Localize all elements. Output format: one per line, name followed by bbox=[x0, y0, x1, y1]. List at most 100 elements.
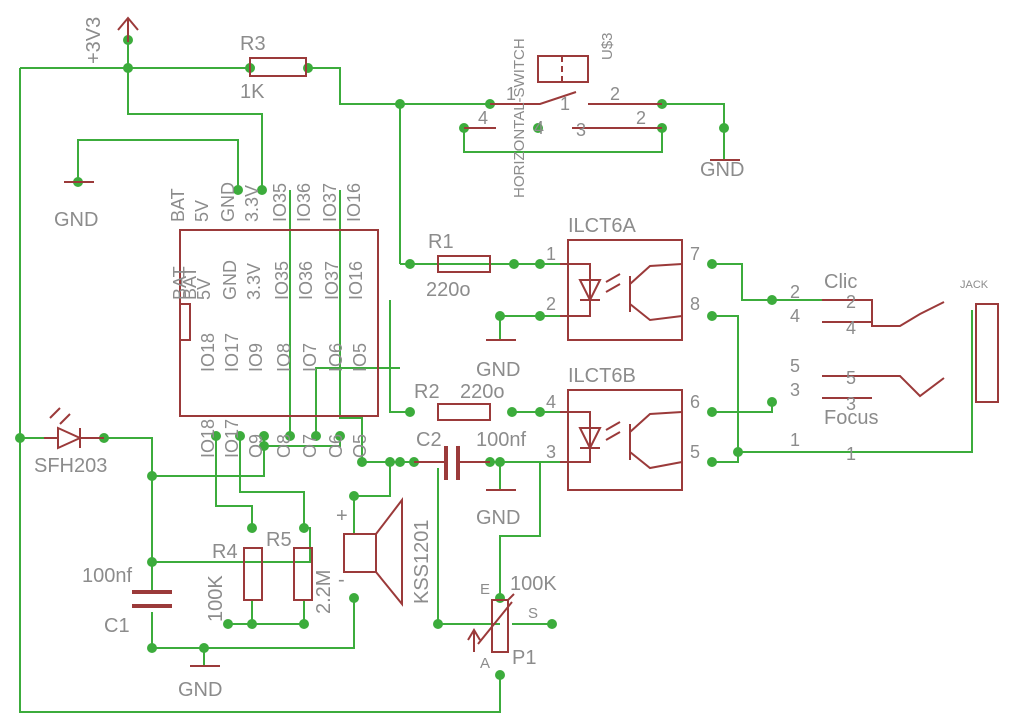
opto-b-pin-5: 5 bbox=[690, 442, 700, 462]
junction-dot bbox=[509, 259, 519, 269]
resistor-r2: R2 220o bbox=[414, 381, 505, 421]
supply-symbol: +3V3 bbox=[83, 16, 139, 64]
led-sfh203: SFH203 bbox=[34, 407, 107, 477]
chip-top-inner-label: 5V bbox=[194, 278, 214, 300]
gnd-label-left: GND bbox=[54, 209, 98, 231]
junction-dot bbox=[259, 441, 269, 451]
p1-value: 100K bbox=[510, 573, 557, 595]
chip-top-pin-label: 5V bbox=[192, 200, 212, 222]
jack-pin-5a: 5 bbox=[790, 356, 800, 376]
chip-top-inner-label: GND bbox=[220, 260, 240, 300]
junction-dot bbox=[495, 670, 505, 680]
chip-top-pin-label: GND bbox=[218, 182, 238, 222]
opto-b-pin-3: 3 bbox=[546, 442, 556, 462]
junction-dot bbox=[767, 295, 777, 305]
junction-dot bbox=[259, 431, 269, 441]
chip-top-pin-label: IO36 bbox=[294, 183, 314, 222]
c1-value: 100nf bbox=[82, 565, 132, 587]
junction-dot bbox=[707, 311, 717, 321]
jack-pin-4b: 4 bbox=[846, 318, 856, 338]
potentiometer-p1: 100K P1 E S A bbox=[467, 573, 557, 672]
gnd-symbol-c2: GND bbox=[476, 489, 520, 529]
opto-a-name: ILCT6A bbox=[568, 215, 636, 237]
junction-dot bbox=[535, 311, 545, 321]
capacitor-c1: 100nf C1 bbox=[82, 565, 172, 637]
p1-name: P1 bbox=[512, 647, 536, 669]
chip-bottom-pin-label: O5 bbox=[350, 434, 370, 458]
jack-pin-3a: 3 bbox=[790, 380, 800, 400]
chip-top-inner-label: IO37 bbox=[322, 261, 342, 300]
chip-bottom-inner-label: IO6 bbox=[326, 343, 346, 372]
junction-dot bbox=[147, 471, 157, 481]
opto-b-pin-4: 4 bbox=[546, 392, 556, 412]
chip-bottom-inner-label: IO7 bbox=[300, 343, 320, 372]
jack-pin-2a: 2 bbox=[790, 282, 800, 302]
junction-dot bbox=[495, 457, 505, 467]
junction-dot bbox=[385, 457, 395, 467]
chip-bottom-pin-label: O8 bbox=[274, 434, 294, 458]
junction-dot bbox=[223, 619, 233, 629]
junction-dot bbox=[707, 457, 717, 467]
junction-dot bbox=[147, 557, 157, 567]
r4-name: R4 bbox=[212, 541, 238, 563]
junction-dot bbox=[257, 185, 267, 195]
switch-inner-1: 1 bbox=[560, 94, 570, 114]
r1-value: 220o bbox=[426, 279, 471, 301]
junction-dot bbox=[707, 407, 717, 417]
jack-name: JACK bbox=[960, 279, 989, 291]
gnd-symbol-bottom: GND bbox=[178, 665, 222, 701]
switch-inner-2: 2 bbox=[636, 108, 646, 128]
net-label-focus: Focus bbox=[824, 407, 878, 429]
junction-dot bbox=[15, 433, 25, 443]
junction-dot bbox=[733, 447, 743, 457]
speaker-minus: - bbox=[338, 569, 345, 591]
chip-bottom-inner-label: IO17 bbox=[222, 333, 242, 372]
chip-top-inner-label: IO35 bbox=[272, 261, 292, 300]
chip-bottom-pin-label: IO17 bbox=[222, 419, 242, 458]
junction-dot bbox=[719, 123, 729, 133]
gnd-symbol-opto: GND bbox=[476, 339, 520, 381]
resistor-r5: R5 2.2M bbox=[266, 529, 335, 614]
jack-pin-5b: 5 bbox=[846, 368, 856, 388]
chip-top-pin-label: BAT bbox=[168, 188, 188, 222]
chip-bottom-inner-label: IO5 bbox=[350, 343, 370, 372]
resistor-r1: R1 220o bbox=[426, 231, 491, 301]
gnd-label-c2: GND bbox=[476, 507, 520, 529]
junction-dot bbox=[533, 123, 543, 133]
c2-value: 100nf bbox=[476, 429, 526, 451]
led-name: SFH203 bbox=[34, 455, 107, 477]
chip-left-label: BAT bbox=[180, 266, 200, 300]
junction-dot bbox=[707, 259, 717, 269]
switch-inner-4: 4 bbox=[534, 118, 544, 138]
chip-top-inner-label: BAT bbox=[170, 266, 190, 300]
resistor-r3: R3 1K bbox=[240, 33, 307, 103]
junction-dot bbox=[147, 643, 157, 653]
junction-dot bbox=[495, 593, 505, 603]
chip-bottom-inner-label: IO8 bbox=[274, 343, 294, 372]
switch-pin-3: 3 bbox=[576, 120, 586, 140]
p1-pin-e: E bbox=[480, 581, 490, 598]
junction-dot bbox=[405, 407, 415, 417]
junction-dot bbox=[247, 619, 257, 629]
horizontal-switch: U$3 HORIZONTAL-SWITCH 1 2 3 4 1 2 3 4 bbox=[464, 32, 662, 198]
resistor-r4: R4 100K bbox=[205, 541, 263, 622]
switch-label: HORIZONTAL-SWITCH bbox=[511, 38, 528, 198]
junction-dot bbox=[535, 259, 545, 269]
junction-dot bbox=[299, 523, 309, 533]
chip-top-inner-label: 3.3V bbox=[244, 263, 264, 300]
r5-name: R5 bbox=[266, 529, 292, 551]
junction-dot bbox=[357, 457, 367, 467]
c2-name: C2 bbox=[416, 429, 442, 451]
junction-dot bbox=[311, 431, 321, 441]
junction-dot bbox=[547, 619, 557, 629]
opto-b-name: ILCT6B bbox=[568, 365, 636, 387]
opto-a-pin-7: 7 bbox=[690, 244, 700, 264]
gnd-symbol-switch: GND bbox=[700, 159, 744, 181]
r1-name: R1 bbox=[428, 231, 454, 253]
junction-dot bbox=[433, 619, 443, 629]
opto-b-pin-6: 6 bbox=[690, 392, 700, 412]
opto-a-pin-2: 2 bbox=[546, 294, 556, 314]
junction-dot bbox=[349, 593, 359, 603]
chip-bottom-inner-label: IO9 bbox=[246, 343, 266, 372]
